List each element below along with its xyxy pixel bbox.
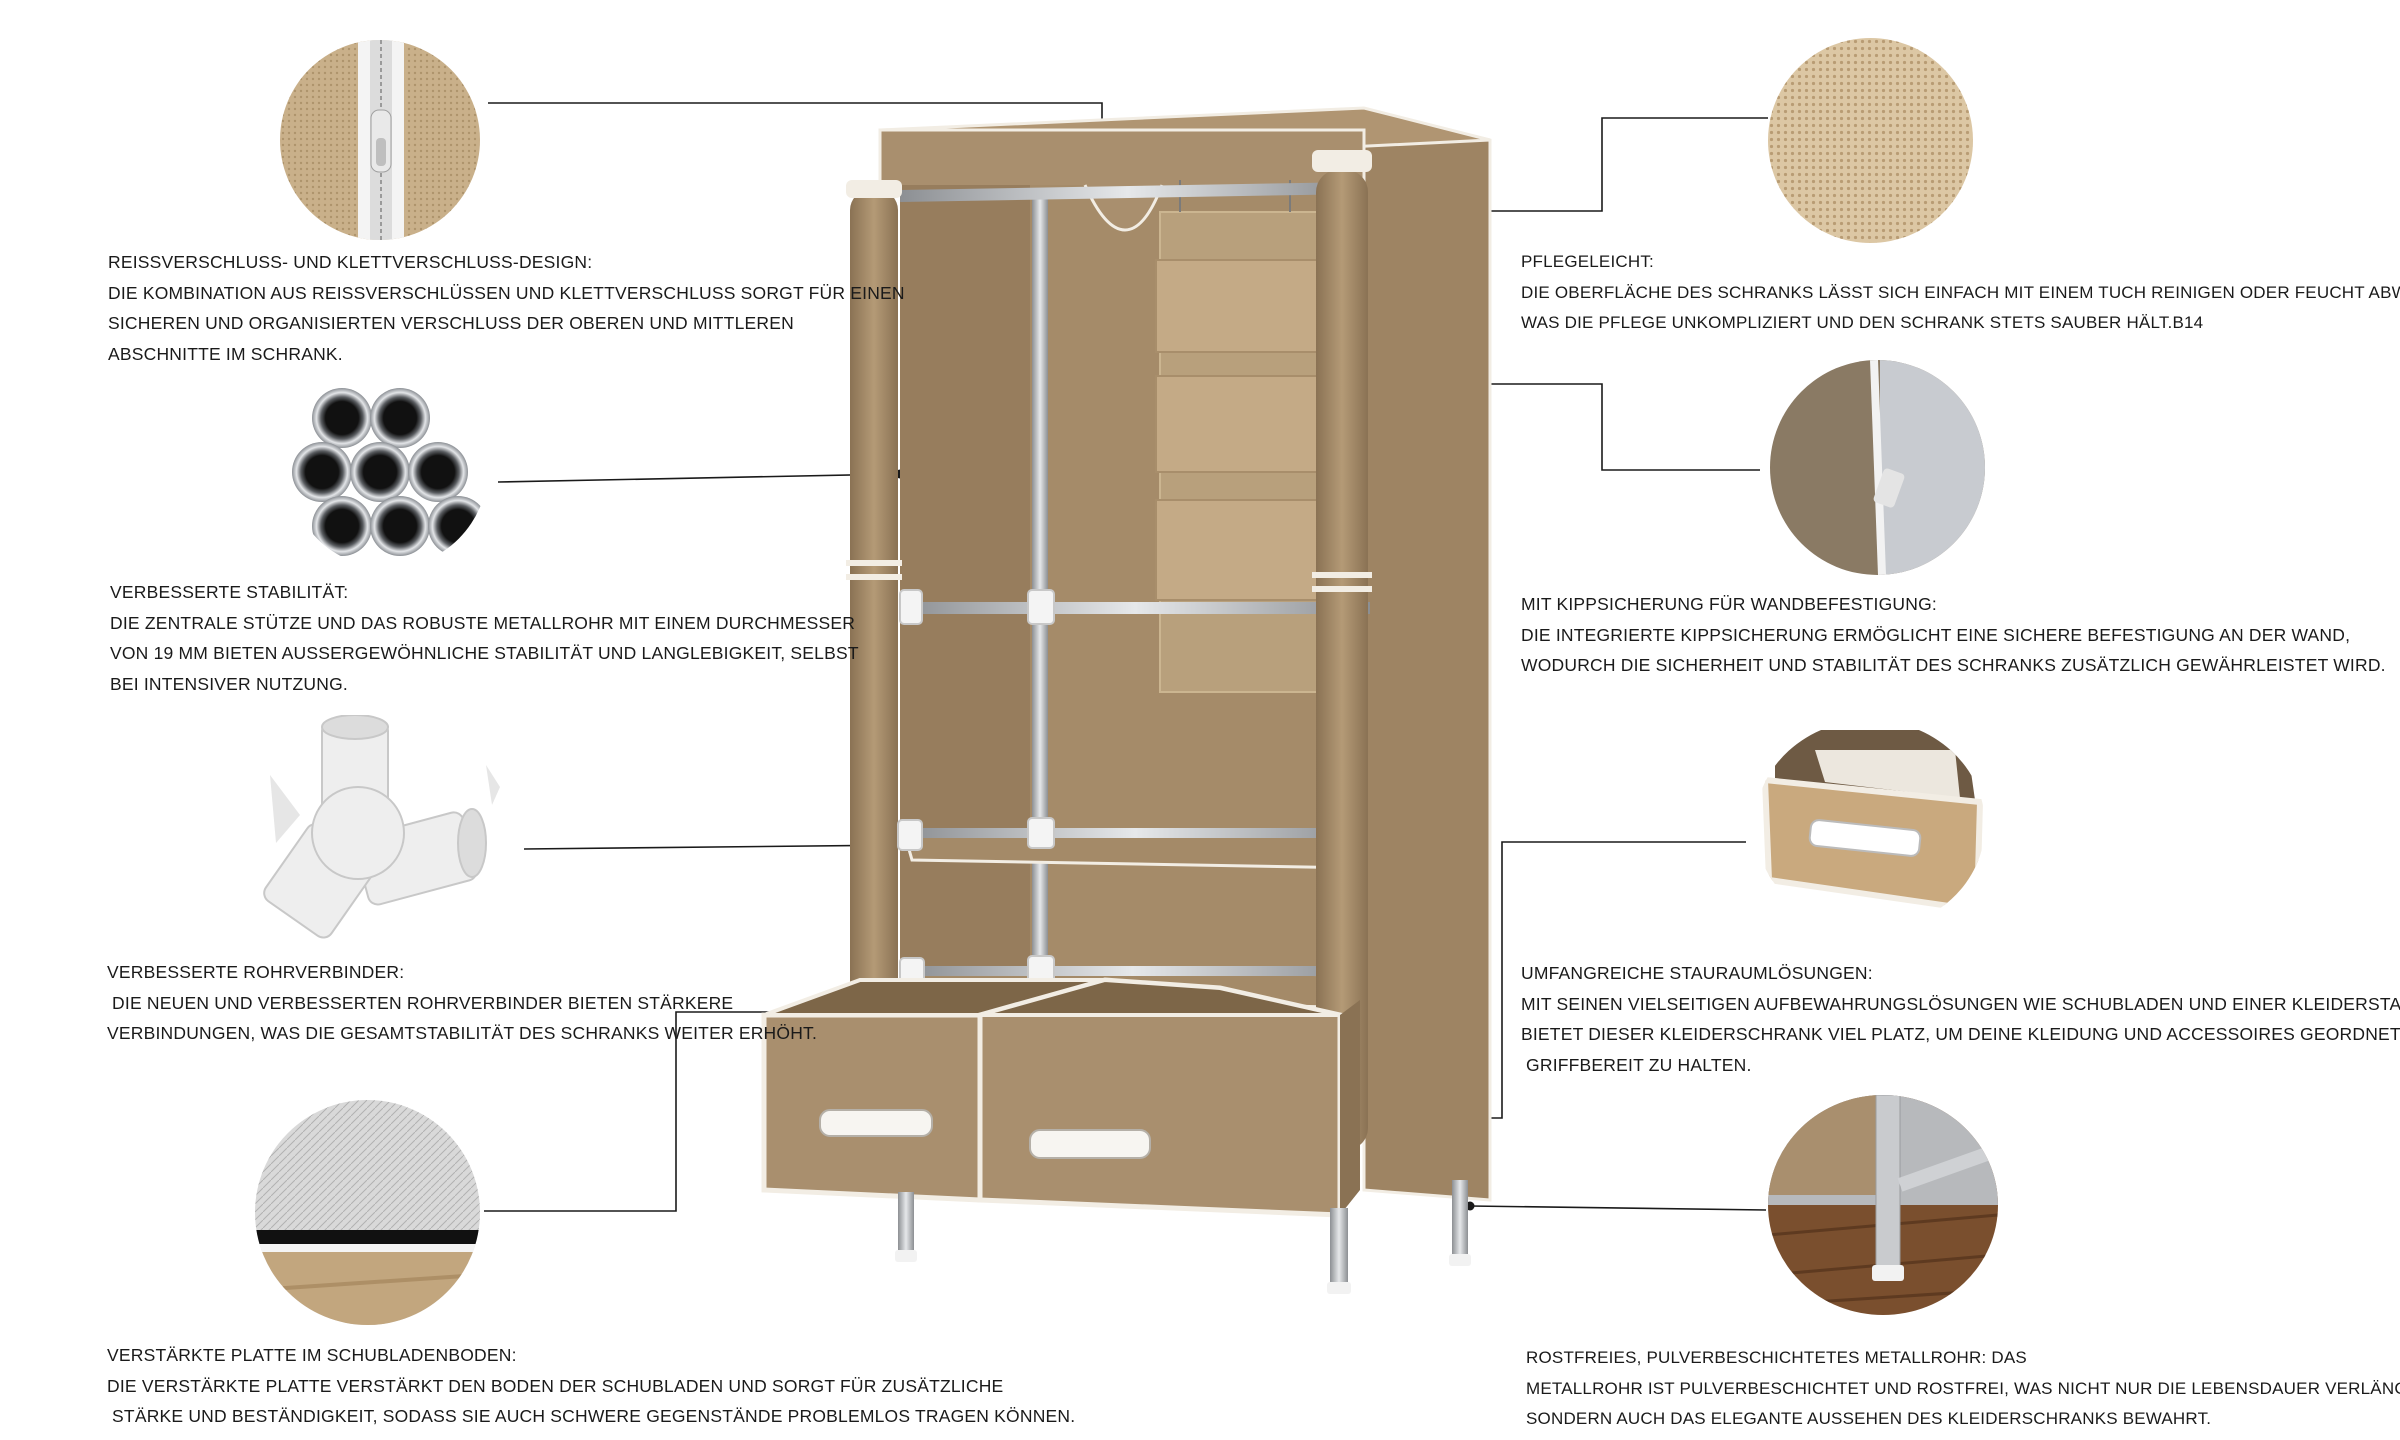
feature-title: VERSTÄRKTE PLATTE IM SCHUBLADENBODEN: bbox=[107, 1345, 517, 1365]
feature-title: ROSTFREIES, PULVERBESCHICHTETES METALLRO… bbox=[1526, 1348, 2027, 1367]
feature-stability: VERBESSERTE STABILITÄT: DIE ZENTRALE STÜ… bbox=[110, 577, 859, 699]
feature-title: PFLEGELEICHT: bbox=[1521, 252, 1654, 271]
feature-line: BIETET DIESER KLEIDERSCHRANK VIEL PLATZ,… bbox=[1521, 1024, 2400, 1044]
drawer-detail-image bbox=[1755, 720, 1985, 930]
feature-line: ABSCHNITTE IM SCHRANK. bbox=[108, 343, 343, 364]
feature-title: VERBESSERTE STABILITÄT: bbox=[110, 582, 349, 602]
feature-line: DIE INTEGRIERTE KIPPSICHERUNG ERMÖGLICHT… bbox=[1521, 624, 2351, 645]
feature-line: WODURCH DIE SICHERHEIT UND STABILITÄT DE… bbox=[1521, 655, 2386, 675]
feature-line: VERBINDUNGEN, WAS DIE GESAMTSTABILITÄT D… bbox=[107, 1023, 818, 1043]
feature-line: DIE NEUEN UND VERBESSERTEN ROHRVERBINDER… bbox=[107, 992, 734, 1013]
fabric-texture-image bbox=[1768, 38, 1973, 243]
feature-easy-care: PFLEGELEICHT: DIE OBERFLÄCHE DES SCHRANK… bbox=[1521, 247, 2400, 339]
anti-tip-strap-image bbox=[1770, 360, 1985, 575]
feature-line: DIE OBERFLÄCHE DES SCHRANKS LÄSST SICH E… bbox=[1521, 282, 2400, 302]
feature-line: DIE ZENTRALE STÜTZE UND DAS ROBUSTE META… bbox=[110, 612, 856, 633]
feature-anti-tip: MIT KIPPSICHERUNG FÜR WANDBEFESTIGUNG: D… bbox=[1521, 589, 2386, 681]
feature-rustproof: ROSTFREIES, PULVERBESCHICHTETES METALLRO… bbox=[1526, 1343, 2400, 1435]
feature-title: MIT KIPPSICHERUNG FÜR WANDBEFESTIGUNG: bbox=[1521, 594, 1937, 614]
feature-line: MIT SEINEN VIELSEITIGEN AUFBEWAHRUNGSLÖS… bbox=[1521, 993, 2400, 1014]
feature-line: VON 19 MM BIETEN AUßERGEWÖHNLICHE STABIL… bbox=[110, 643, 859, 663]
pipe-connector-image bbox=[260, 715, 500, 945]
feature-line: BEI INTENSIVER NUTZUNG. bbox=[110, 673, 348, 694]
line-anti-tip bbox=[1467, 383, 1760, 471]
feature-line: DIE VERSTÄRKTE PLATTE VERSTÄRKT DEN BODE… bbox=[107, 1375, 1004, 1396]
metal-tubes-image bbox=[288, 368, 488, 568]
feature-connector: VERBESSERTE ROHRVERBINDER: DIE NEUEN UND… bbox=[107, 957, 817, 1049]
feature-title: REIßVERSCHLUSS- UND KLETTVERSCHLUSS-DESI… bbox=[108, 252, 593, 272]
metal-leg-image bbox=[1768, 1095, 1998, 1315]
feature-line: WAS DIE PFLEGE UNKOMPLIZIERT UND DEN SCH… bbox=[1521, 313, 2204, 332]
feature-line: METALLROHR IST PULVERBESCHICHTET UND ROS… bbox=[1526, 1378, 2400, 1398]
zipper-detail-image bbox=[280, 40, 480, 240]
feature-drawer-plate: VERSTÄRKTE PLATTE IM SCHUBLADENBODEN: DI… bbox=[107, 1340, 1075, 1432]
wardrobe-image bbox=[761, 106, 1492, 1294]
feature-line: STÄRKE UND BESTÄNDIGKEIT, SODASS SIE AUC… bbox=[107, 1406, 1076, 1426]
drawer-board-image bbox=[255, 1100, 480, 1325]
line-rustproof bbox=[1469, 1205, 1767, 1211]
feature-title: UMFANGREICHE STAURAUMLÖSUNGEN: bbox=[1521, 963, 1873, 983]
feature-title: VERBESSERTE ROHRVERBINDER: bbox=[107, 962, 405, 982]
feature-line: SONDERN AUCH DAS ELEGANTE AUSSEHEN DES K… bbox=[1526, 1409, 2212, 1428]
feature-line: SICHEREN UND ORGANISIERTEN VERSCHLUSS DE… bbox=[108, 313, 794, 333]
feature-zipper: REIßVERSCHLUSS- UND KLETTVERSCHLUSS-DESI… bbox=[108, 247, 905, 369]
feature-line: DIE KOMBINATION AUS REIßVERSCHLÜSSEN UND… bbox=[108, 282, 905, 303]
feature-storage: UMFANGREICHE STAURAUMLÖSUNGEN: MIT SEINE… bbox=[1521, 958, 2400, 1080]
feature-line: GRIFFBEREIT ZU HALTEN. bbox=[1521, 1054, 1752, 1075]
